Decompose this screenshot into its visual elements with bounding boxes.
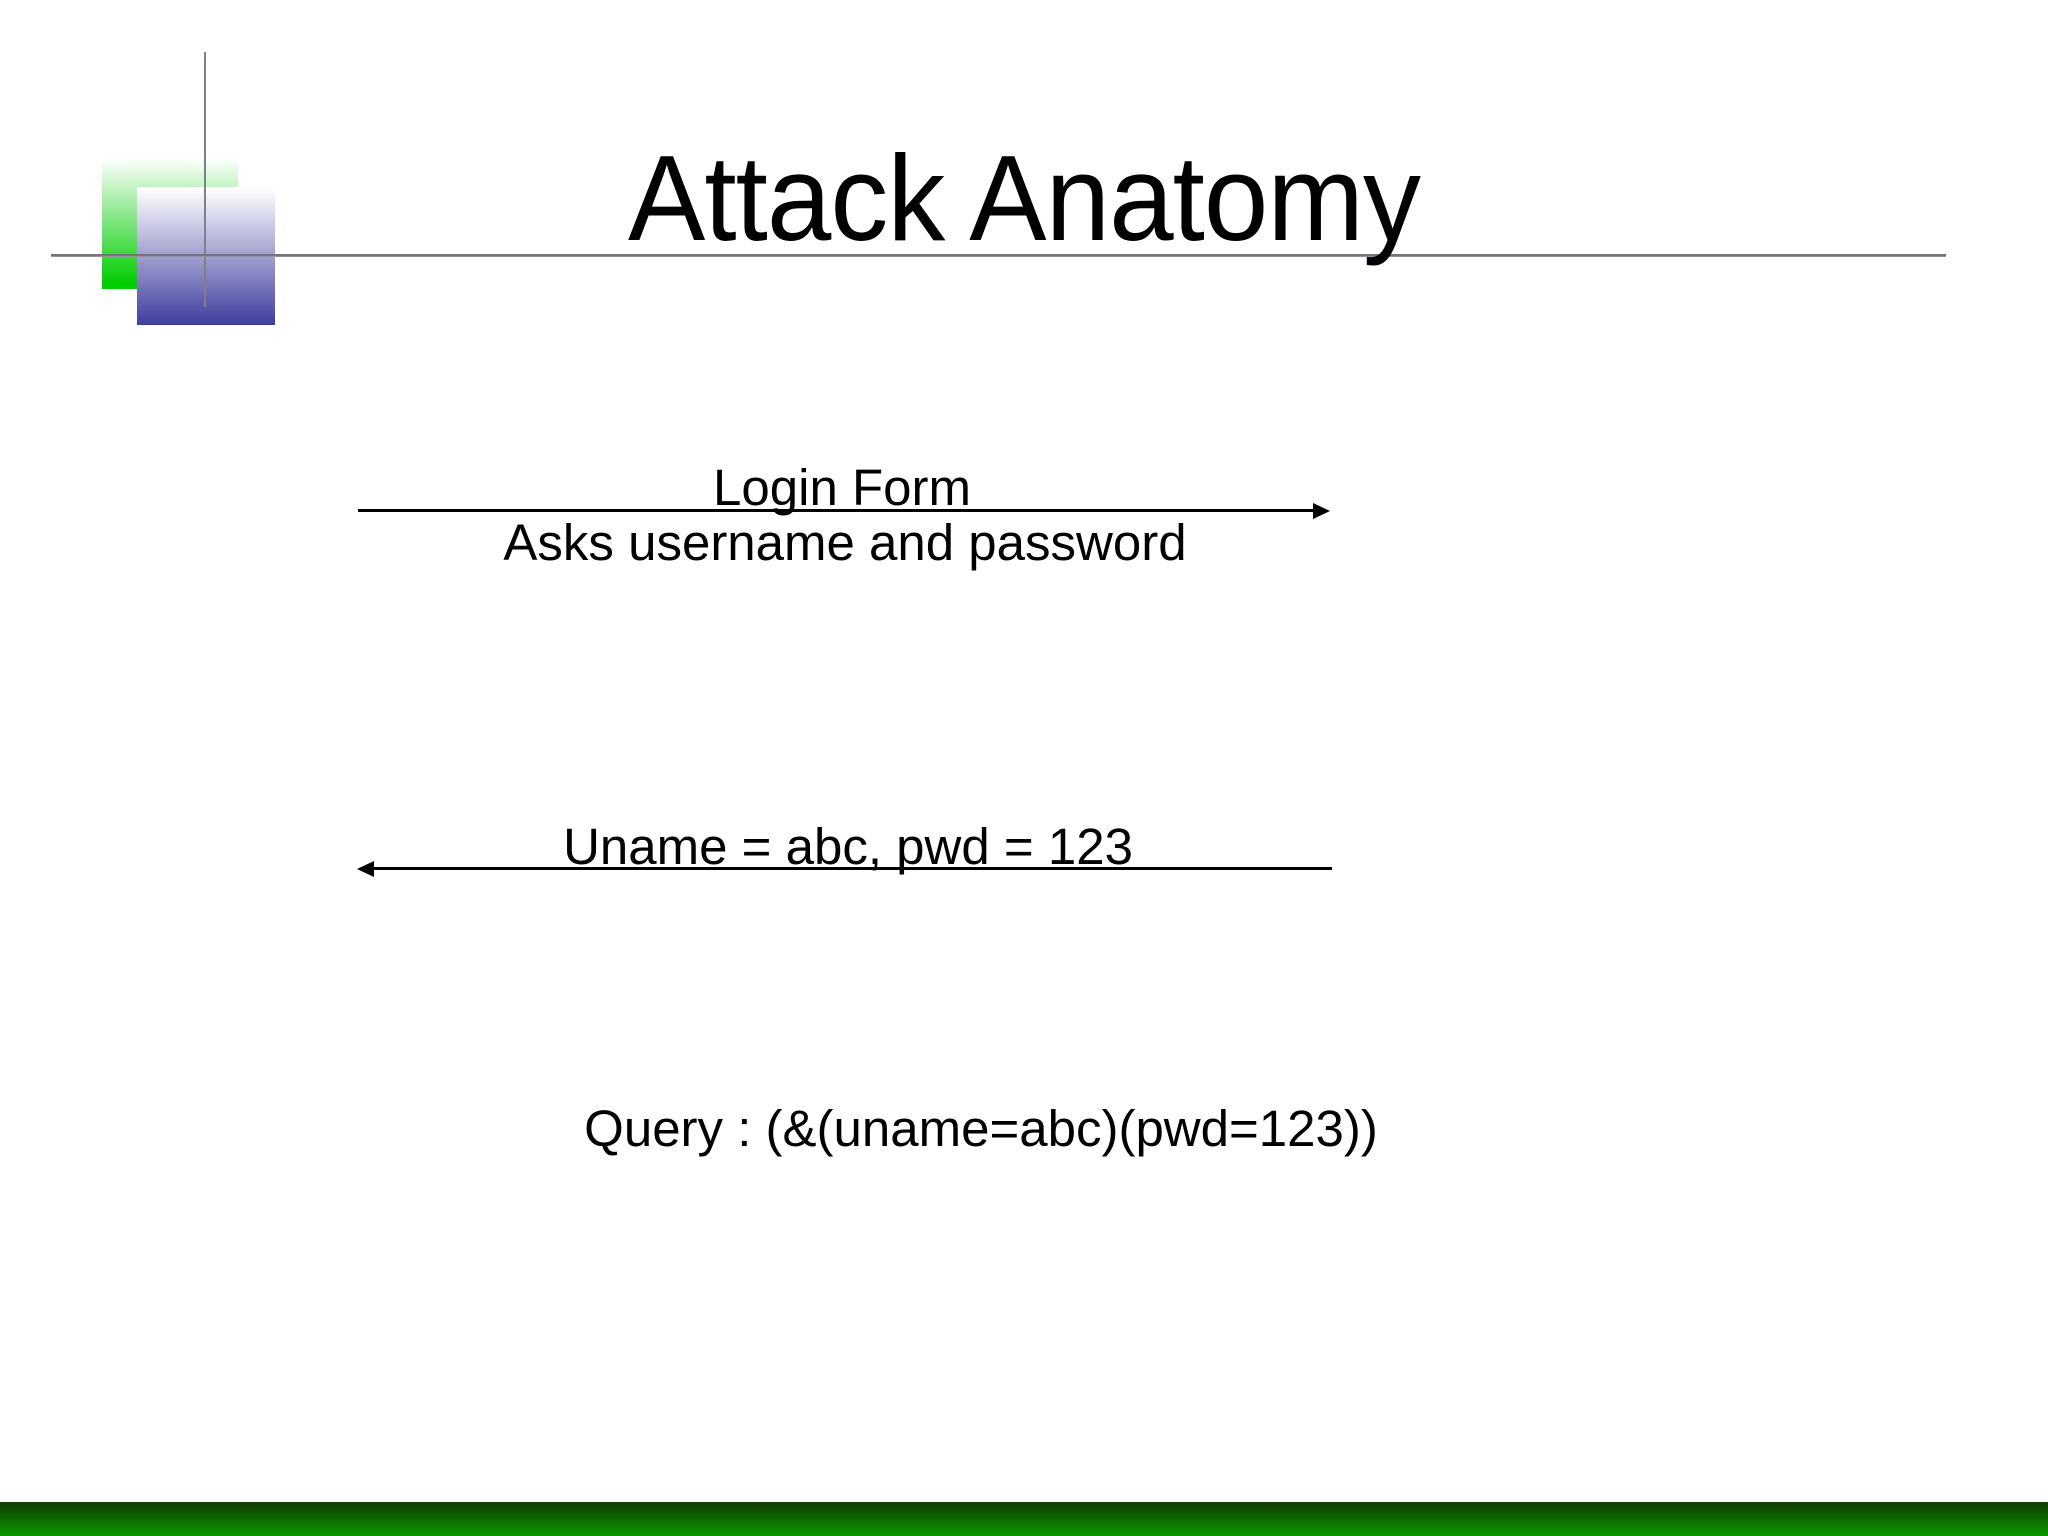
request-arrow-label-bottom: Asks username and password (503, 514, 1187, 571)
request-arrow-label-top: Login Form (713, 459, 971, 516)
page-title: Attack Anatomy (628, 130, 1421, 266)
arrowhead-right-icon (1313, 503, 1330, 519)
footer-bar (0, 1502, 2048, 1536)
query-text: Query : (&(uname=abc)(pwd=123)) (584, 1100, 1378, 1157)
response-arrow-label: Uname = abc, pwd = 123 (563, 818, 1133, 875)
request-arrow-line (358, 509, 1316, 512)
logo-vertical-line (204, 52, 206, 307)
response-arrow-line (372, 867, 1332, 870)
title-underline (51, 254, 1946, 257)
arrowhead-left-icon (357, 861, 374, 877)
